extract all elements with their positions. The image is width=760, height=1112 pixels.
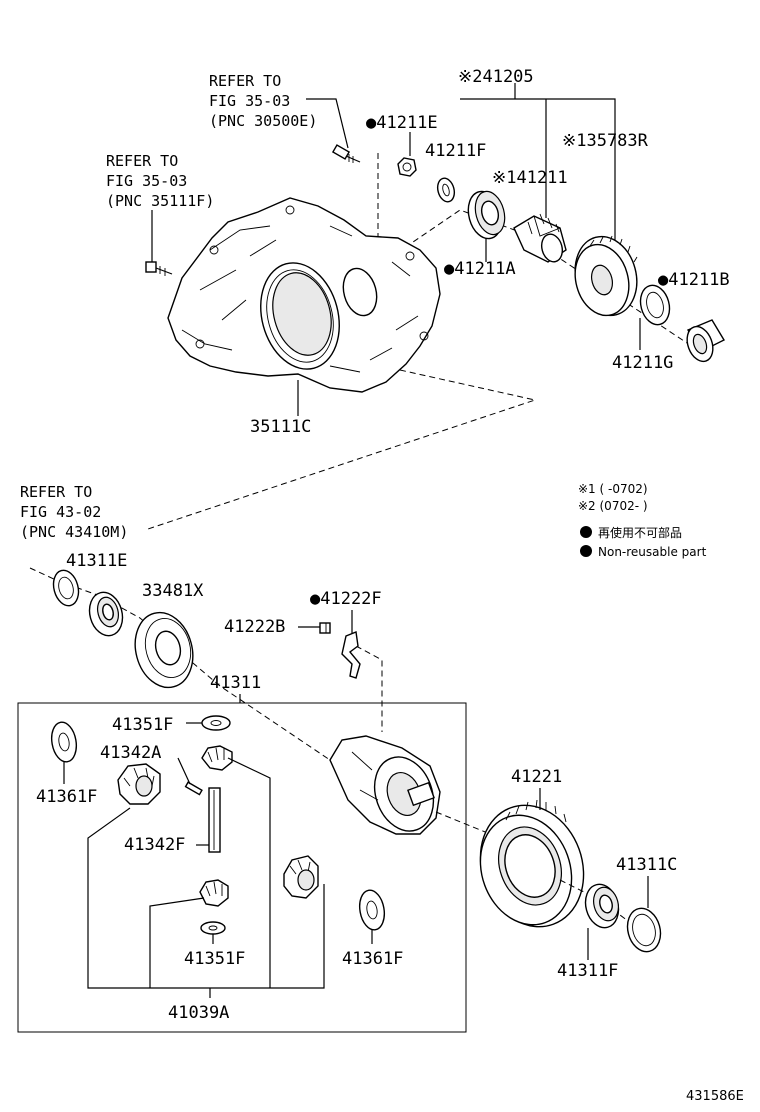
pin-part[interactable]: [184, 781, 203, 796]
nut-part[interactable]: [397, 157, 417, 177]
bullet-icon: [580, 526, 592, 538]
legend-text-jp: 再使用不可部品: [598, 525, 682, 540]
leader-line: [177, 757, 191, 785]
part-label-41211[interactable]: ※141211: [492, 168, 568, 188]
part-label-41211b[interactable]: ●41211B: [658, 270, 730, 290]
thrust-washer-part[interactable]: [201, 715, 231, 731]
part-label-35111c[interactable]: 35111C: [250, 417, 311, 437]
part-label-41221[interactable]: 41221: [511, 767, 562, 787]
bearing-part[interactable]: [127, 606, 201, 694]
variant-note-2: ※2 (0702- ): [578, 499, 648, 513]
legend-text-en: Non-reusable part: [598, 545, 707, 559]
thrust-washer-part[interactable]: [200, 921, 226, 935]
ring-gear-part[interactable]: [464, 791, 600, 942]
part-label-41342a[interactable]: 41342A: [100, 743, 161, 763]
reference-line: REFER TO: [20, 483, 92, 501]
bearing-part[interactable]: [581, 881, 623, 932]
part-label-41222b[interactable]: 41222B: [224, 617, 285, 637]
reference-line: (PNC 43410M): [20, 523, 128, 541]
lock-plate-part[interactable]: [341, 631, 361, 679]
shim-part[interactable]: [623, 905, 665, 956]
reference-note-43410m[interactable]: REFER TO FIG 43-02 (PNC 43410M): [20, 483, 128, 541]
part-label-41205[interactable]: ※241205: [458, 67, 534, 87]
assembly-line: [435, 811, 501, 839]
bolt-part[interactable]: [319, 622, 331, 634]
part-label-41222f[interactable]: ●41222F: [310, 589, 382, 609]
oil-seal-part[interactable]: [636, 282, 673, 328]
assembly-line: [144, 369, 537, 531]
reference-line: FIG 35-03: [209, 92, 290, 110]
part-label-41039a[interactable]: 41039A: [168, 1003, 229, 1023]
assembly-line: [355, 645, 383, 732]
bolt-part[interactable]: [331, 144, 361, 163]
leader-line: [149, 897, 205, 988]
oil-seal-part[interactable]: [50, 568, 82, 609]
differential-assembly-frame: [17, 702, 467, 1033]
part-label-41361f-left[interactable]: 41361F: [36, 787, 97, 807]
pinion-shaft-part[interactable]: [513, 213, 567, 264]
gear-part[interactable]: [567, 230, 646, 323]
variant-note-1: ※1 ( -0702): [578, 482, 648, 496]
leader-line: [227, 757, 271, 988]
reference-note-30500e[interactable]: REFER TO FIG 35-03 (PNC 30500E): [209, 72, 317, 130]
part-label-41351f-bottom[interactable]: 41351F: [184, 949, 245, 969]
thrust-washer-part[interactable]: [357, 888, 388, 932]
transaxle-housing-part[interactable]: [167, 197, 441, 393]
part-label-41361f-right[interactable]: 41361F: [342, 949, 403, 969]
reference-line: (PNC 30500E): [209, 112, 317, 130]
bearing-part[interactable]: [683, 319, 725, 365]
part-label-33481x[interactable]: 33481X: [142, 581, 204, 601]
pinion-gear-part[interactable]: [199, 879, 229, 907]
differential-case-part[interactable]: [329, 735, 443, 839]
reference-note-35111f[interactable]: REFER TO FIG 35-03 (PNC 35111F): [106, 152, 214, 210]
leader-line: [306, 98, 349, 149]
assembly-line: [29, 567, 331, 761]
bearing-part[interactable]: [85, 589, 127, 640]
pinion-shaft-part[interactable]: [208, 787, 221, 853]
part-label-41211g[interactable]: 41211G: [612, 353, 673, 373]
drawing-id: 431586E: [686, 1089, 744, 1104]
washer-part[interactable]: [435, 176, 457, 203]
pinion-gear-part[interactable]: [201, 745, 233, 771]
bearing-part[interactable]: [463, 188, 509, 243]
part-label-41211f[interactable]: 41211F: [425, 141, 486, 161]
part-label-41342f[interactable]: 41342F: [124, 835, 185, 855]
bolt-part[interactable]: [145, 261, 173, 276]
part-label-41311e[interactable]: 41311E: [66, 551, 127, 571]
reference-line: REFER TO: [209, 72, 281, 90]
part-label-41211a[interactable]: ●41211A: [444, 259, 516, 279]
reference-line: FIG 35-03: [106, 172, 187, 190]
part-label-41311c[interactable]: 41311C: [616, 855, 677, 875]
leader-line: [87, 807, 325, 989]
reference-line: REFER TO: [106, 152, 178, 170]
part-label-41211e[interactable]: ●41211E: [366, 113, 438, 133]
part-label-41351f-top[interactable]: 41351F: [112, 715, 173, 735]
part-label-41311f[interactable]: 41311F: [557, 961, 618, 981]
side-gear-part[interactable]: [283, 855, 319, 899]
reference-line: FIG 43-02: [20, 503, 101, 521]
side-gear-part[interactable]: [117, 763, 161, 805]
part-label-41311[interactable]: 41311: [210, 673, 261, 693]
bullet-icon: [580, 545, 592, 557]
part-label-35783r[interactable]: ※135783R: [562, 131, 649, 151]
thrust-washer-part[interactable]: [49, 720, 80, 764]
reference-line: (PNC 35111F): [106, 192, 214, 210]
leader-line: [460, 98, 616, 240]
